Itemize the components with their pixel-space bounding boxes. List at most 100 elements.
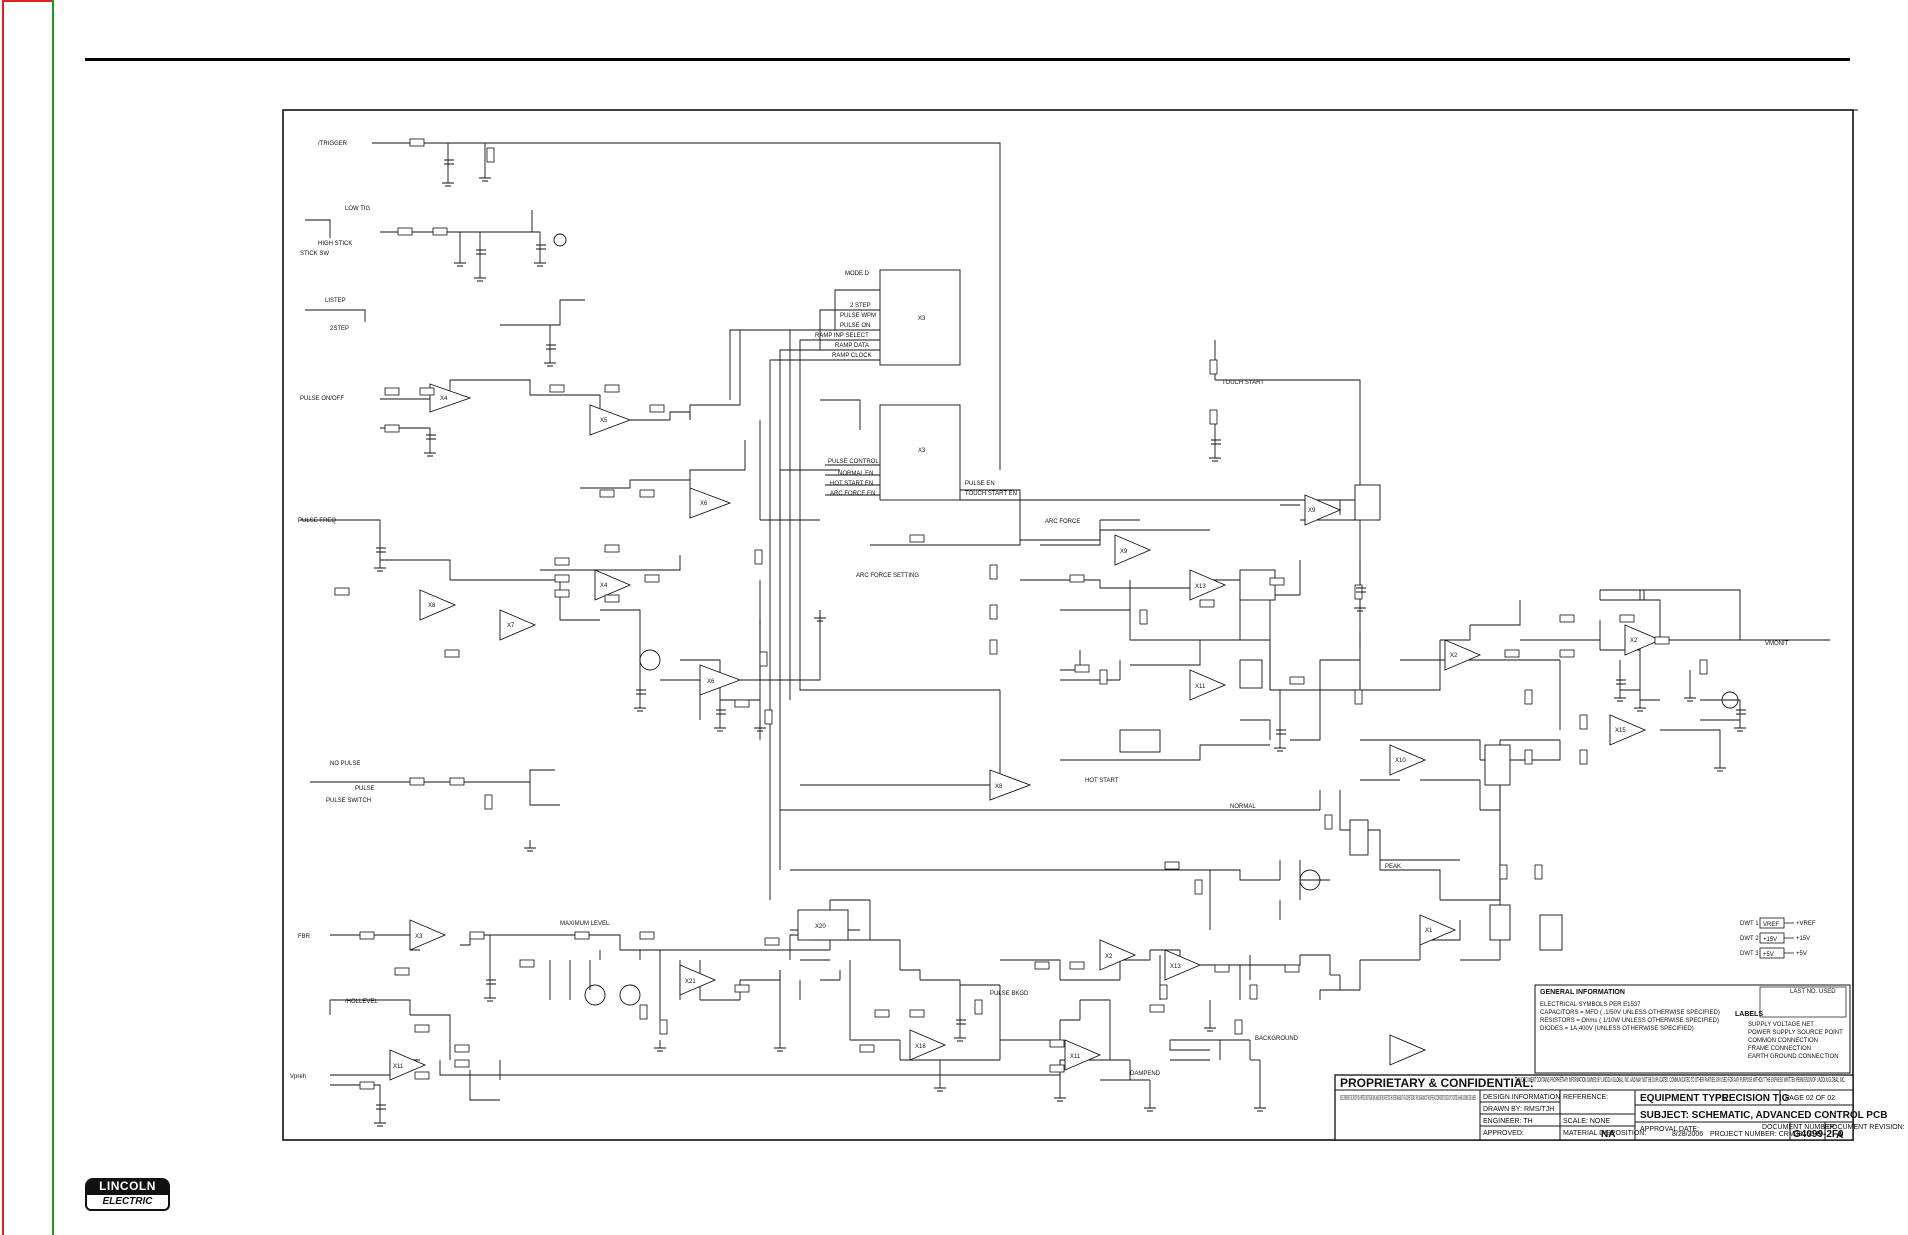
svg-text:APPROVED:: APPROVED:: [1483, 1130, 1524, 1137]
svg-text:X15: X15: [1615, 728, 1626, 734]
label-no-pulse: NO PULSE: [330, 761, 360, 767]
svg-text:LAST NO. USED: LAST NO. USED: [1790, 989, 1836, 995]
label-touch-start-en: TOUCH START EN: [965, 491, 1017, 497]
label-ramp-clock: RAMP CLOCK: [832, 353, 872, 359]
svg-text:8/28/2006: 8/28/2006: [1672, 1131, 1703, 1138]
label-pulse-wpm: PULSE WPM: [840, 313, 876, 319]
svg-text:APPROVAL DATE:: APPROVAL DATE:: [1640, 1126, 1699, 1133]
ground-symbols: [374, 170, 1746, 1127]
logo-bottom: ELECTRIC: [85, 1195, 170, 1211]
label-pulse-bkgd: PULSE BKGD: [990, 991, 1029, 997]
label-pulse-control: PULSE CONTROL: [828, 459, 879, 465]
svg-text:DRAWN BY: RMS/TJH: DRAWN BY: RMS/TJH: [1483, 1106, 1554, 1113]
svg-text:DESIGN INFORMATION: DESIGN INFORMATION: [1483, 1094, 1560, 1101]
svg-text:X9: X9: [1120, 549, 1128, 555]
label-mode-d: MODE D: [845, 271, 870, 277]
svg-text:X2: X2: [1105, 954, 1113, 960]
svg-text:EQUIPMENT TYPE:: EQUIPMENT TYPE:: [1640, 1093, 1732, 1104]
label-pulse-en: PULSE EN: [965, 481, 995, 487]
svg-text:VREF: VREF: [1763, 922, 1779, 928]
svg-text:ELECTRICAL SYMBOLS PER E1537: ELECTRICAL SYMBOLS PER E1537: [1540, 1002, 1641, 1008]
svg-text:X4: X4: [440, 396, 448, 402]
label-arc-force-setting: ARC FORCE SETTING: [856, 573, 919, 579]
label-vpreh: Vpreh: [290, 1074, 306, 1080]
svg-text:A: A: [1836, 1130, 1843, 1141]
label-maximum-level: MAXIMUM LEVEL: [560, 921, 610, 927]
svg-text:FRAME CONNECTION: FRAME CONNECTION: [1748, 1046, 1811, 1052]
svg-text:X1: X1: [1425, 928, 1433, 934]
svg-text:REFERENCE:: REFERENCE:: [1563, 1094, 1608, 1101]
svg-text:SCALE: NONE: SCALE: NONE: [1563, 1118, 1610, 1125]
svg-text:DWT 3: DWT 3: [1740, 951, 1759, 957]
svg-text:X10: X10: [1395, 758, 1406, 764]
general-info-box: GENERAL INFORMATION ELECTRICAL SYMBOLS P…: [1534, 984, 1851, 1074]
svg-text:X3: X3: [918, 448, 926, 454]
svg-text:X20: X20: [815, 924, 826, 930]
svg-text:+15V: +15V: [1763, 937, 1777, 943]
page-edge-red-top: [2, 0, 54, 2]
svg-text:X3: X3: [918, 316, 926, 322]
label-dampend: DAMPEND: [1130, 1071, 1161, 1077]
label-pulse-switch: PULSE SWITCH: [326, 798, 371, 804]
svg-text:ENGINEER: TH: ENGINEER: TH: [1483, 1118, 1533, 1125]
label-hollevel: /HOLLEVEL: [345, 999, 378, 1005]
svg-text:X6: X6: [700, 501, 708, 507]
svg-text:NA: NA: [1601, 1129, 1615, 1140]
svg-text:X11: X11: [1070, 1054, 1081, 1060]
svg-text:LABELS: LABELS: [1735, 1011, 1763, 1018]
svg-text:GENERAL INFORMATION: GENERAL INFORMATION: [1540, 989, 1625, 996]
page-edge-red: [2, 0, 4, 1235]
proprietary-note: THIS DOCUMENT CONTAINS PROPRIETARY INFOR…: [1515, 1077, 1845, 1084]
svg-text:X3: X3: [415, 934, 423, 940]
svg-text:+VREF: +VREF: [1796, 921, 1816, 927]
capacitors: [376, 159, 1746, 1110]
label-pulse-freq: PULSE FREQ: [298, 518, 336, 524]
svg-text:X7: X7: [507, 623, 515, 629]
svg-text:X18: X18: [915, 1044, 926, 1050]
svg-text:POWER SUPPLY SOURCE POINT: POWER SUPPLY SOURCE POINT: [1748, 1030, 1843, 1036]
label-arc-force: ARC FORCE: [1045, 519, 1080, 525]
label-ramp-inp-select: RAMP INP SELECT: [815, 333, 869, 339]
schematic-labels: /TRIGGER LOW TIG HIGH STICK STICK SW LIS…: [290, 141, 1789, 1080]
svg-text:MATERIAL DISPOSITION:: MATERIAL DISPOSITION:: [1563, 1130, 1646, 1137]
label-listep: LISTEP: [325, 298, 346, 304]
page-edge-green: [52, 0, 54, 1235]
svg-text:X9: X9: [1308, 508, 1316, 514]
wiring: [300, 142, 1830, 1115]
svg-text:DWT 2: DWT 2: [1740, 936, 1759, 942]
ic-labels: X3 X3 X4 X5 X6 X8 X7 X4 X6 X9 X13 X11 X9…: [393, 316, 1638, 1070]
label-pulse-on: PULSE ON: [840, 323, 870, 329]
equipment-type: PRECISION TIG: [1715, 1093, 1790, 1104]
svg-text:DOCUMENT REVISION:: DOCUMENT REVISION:: [1827, 1124, 1905, 1131]
svg-text:X8: X8: [428, 603, 436, 609]
svg-text:COMMON CONNECTION: COMMON CONNECTION: [1748, 1038, 1818, 1044]
label-pulse-on-off: PULSE ON/OFF: [300, 396, 344, 402]
label-normal-en: NORMAL EN: [838, 471, 873, 477]
label-touch-start: TOUCH START: [1222, 380, 1264, 386]
svg-text:X2: X2: [1450, 653, 1458, 659]
lincoln-electric-logo: LINCOLN ELECTRIC: [85, 1178, 170, 1212]
svg-text:PROJECT NUMBER: CRM38150-B: PROJECT NUMBER: CRM38150-B: [1710, 1131, 1821, 1138]
schematic-border: [282, 109, 1854, 1141]
svg-text:SUPPLY VOLTAGE NET: SUPPLY VOLTAGE NET: [1748, 1022, 1814, 1028]
title-block: PROPRIETARY & CONFIDENTIAL: THIS DOCUMEN…: [1334, 1074, 1905, 1141]
label-pulse: PULSE: [355, 786, 375, 792]
svg-text:DWT 1: DWT 1: [1740, 921, 1759, 927]
power-table: DWT 1 DWT 2 DWT 3 +VREF +15V +5V VREF +1…: [1740, 917, 1816, 959]
svg-text:EARTH GROUND CONNECTION: EARTH GROUND CONNECTION: [1748, 1054, 1839, 1060]
transistors: [553, 233, 1739, 1006]
svg-text:X11: X11: [393, 1064, 404, 1070]
proprietary-heading: PROPRIETARY & CONFIDENTIAL:: [1340, 1076, 1534, 1090]
label-trigger: /TRIGGER: [318, 141, 348, 147]
label-ramp-data: RAMP DATA: [835, 343, 869, 349]
logo-top: LINCOLN: [85, 1178, 170, 1195]
label-low-tig: LOW TIG: [345, 206, 371, 212]
svg-text:X5: X5: [600, 418, 608, 424]
svg-text:RESISTORS = Ohms ( 1/10W UNLES: RESISTORS = Ohms ( 1/10W UNLESS OTHERWIS…: [1540, 1018, 1719, 1024]
label-peak: PEAK: [1385, 864, 1401, 870]
label-fbr: FBR: [298, 934, 311, 940]
label-vmonit: VMONIT: [1765, 641, 1789, 647]
svg-text:X13: X13: [1170, 964, 1181, 970]
label-stick-sw: STICK SW: [300, 251, 329, 257]
